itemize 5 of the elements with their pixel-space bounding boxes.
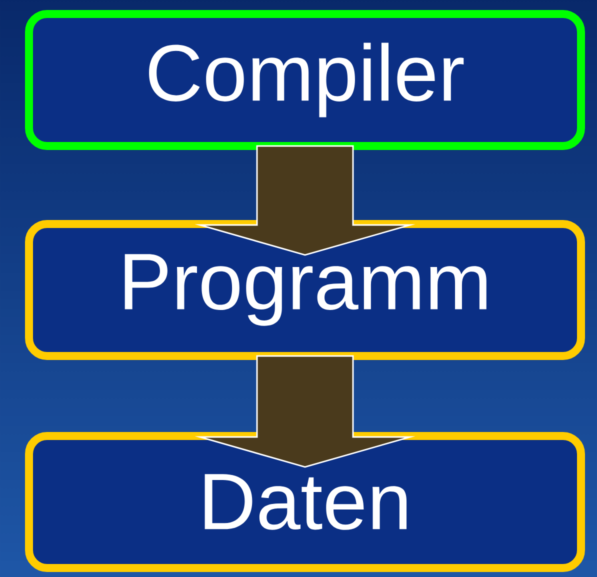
block-arrow: [194, 355, 416, 468]
process-box: Daten: [25, 432, 585, 572]
process-box: Programm: [25, 220, 585, 360]
block-arrow: [194, 145, 416, 256]
process-box: Compiler: [25, 10, 585, 150]
